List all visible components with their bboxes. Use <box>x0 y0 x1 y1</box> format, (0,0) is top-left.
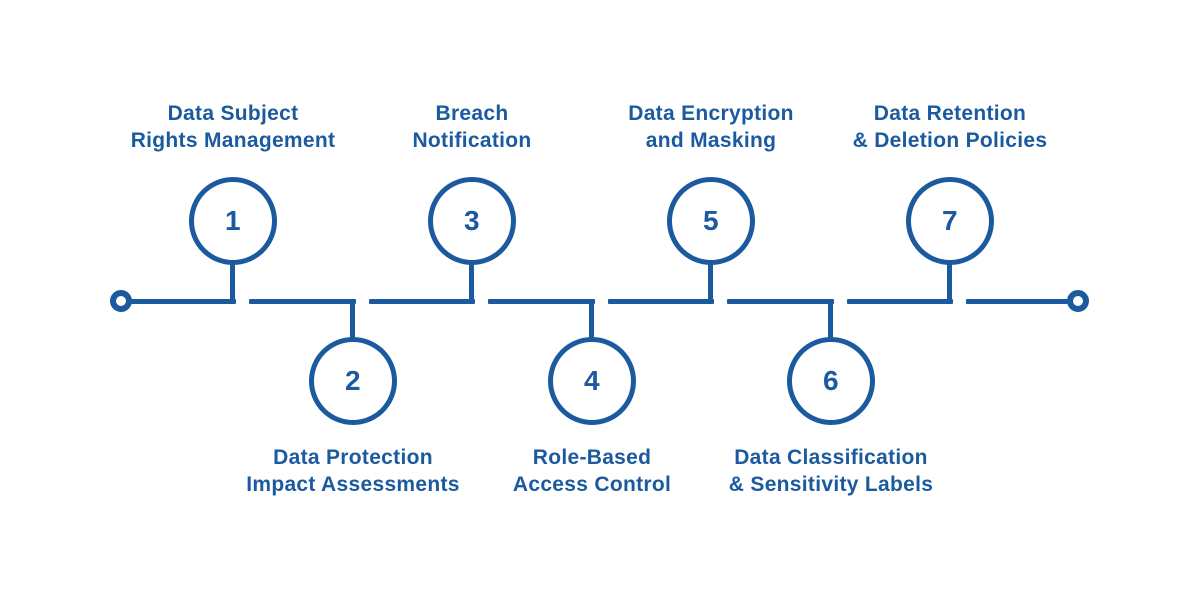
node-stem <box>230 262 235 302</box>
node-number: 7 <box>941 205 959 236</box>
node-label-5: Data Encryption and Masking <box>628 102 794 152</box>
node-label-7: Data Retention & Deletion Policies <box>852 102 1048 152</box>
node-number: 4 <box>583 365 601 396</box>
node-label-1: Data Subject Rights Management <box>130 102 336 152</box>
node-circle-4: 4 <box>548 337 636 425</box>
node-label-3: Breach Notification <box>412 102 532 152</box>
node-stem <box>469 262 474 302</box>
timeline-segment <box>608 299 714 304</box>
node-circle-5: 5 <box>667 177 755 265</box>
timeline-segment <box>369 299 475 304</box>
node-label-2: Data Protection Impact Assessments <box>246 446 460 496</box>
timeline-start-cap-icon <box>110 290 132 312</box>
node-circle-2: 2 <box>309 337 397 425</box>
node-stem <box>350 302 355 339</box>
node-circle-7: 7 <box>906 177 994 265</box>
timeline-segment <box>249 299 356 304</box>
node-label-4: Role-Based Access Control <box>512 446 672 496</box>
timeline-segment <box>847 299 953 304</box>
node-stem <box>828 302 833 339</box>
node-number: 2 <box>344 365 362 396</box>
node-number: 1 <box>224 205 242 236</box>
node-number: 5 <box>702 205 720 236</box>
node-circle-1: 1 <box>189 177 277 265</box>
node-stem <box>708 262 713 302</box>
node-circle-6: 6 <box>787 337 875 425</box>
node-label-6: Data Classification & Sensitivity Labels <box>728 446 934 496</box>
node-stem <box>589 302 594 339</box>
node-circle-3: 3 <box>428 177 516 265</box>
timeline-segment <box>966 299 1068 304</box>
timeline-segment <box>488 299 595 304</box>
timeline-segment <box>727 299 834 304</box>
timeline-end-cap-icon <box>1067 290 1089 312</box>
node-number: 6 <box>822 365 840 396</box>
node-number: 3 <box>463 205 481 236</box>
timeline-segment <box>131 299 236 304</box>
node-stem <box>947 262 952 302</box>
